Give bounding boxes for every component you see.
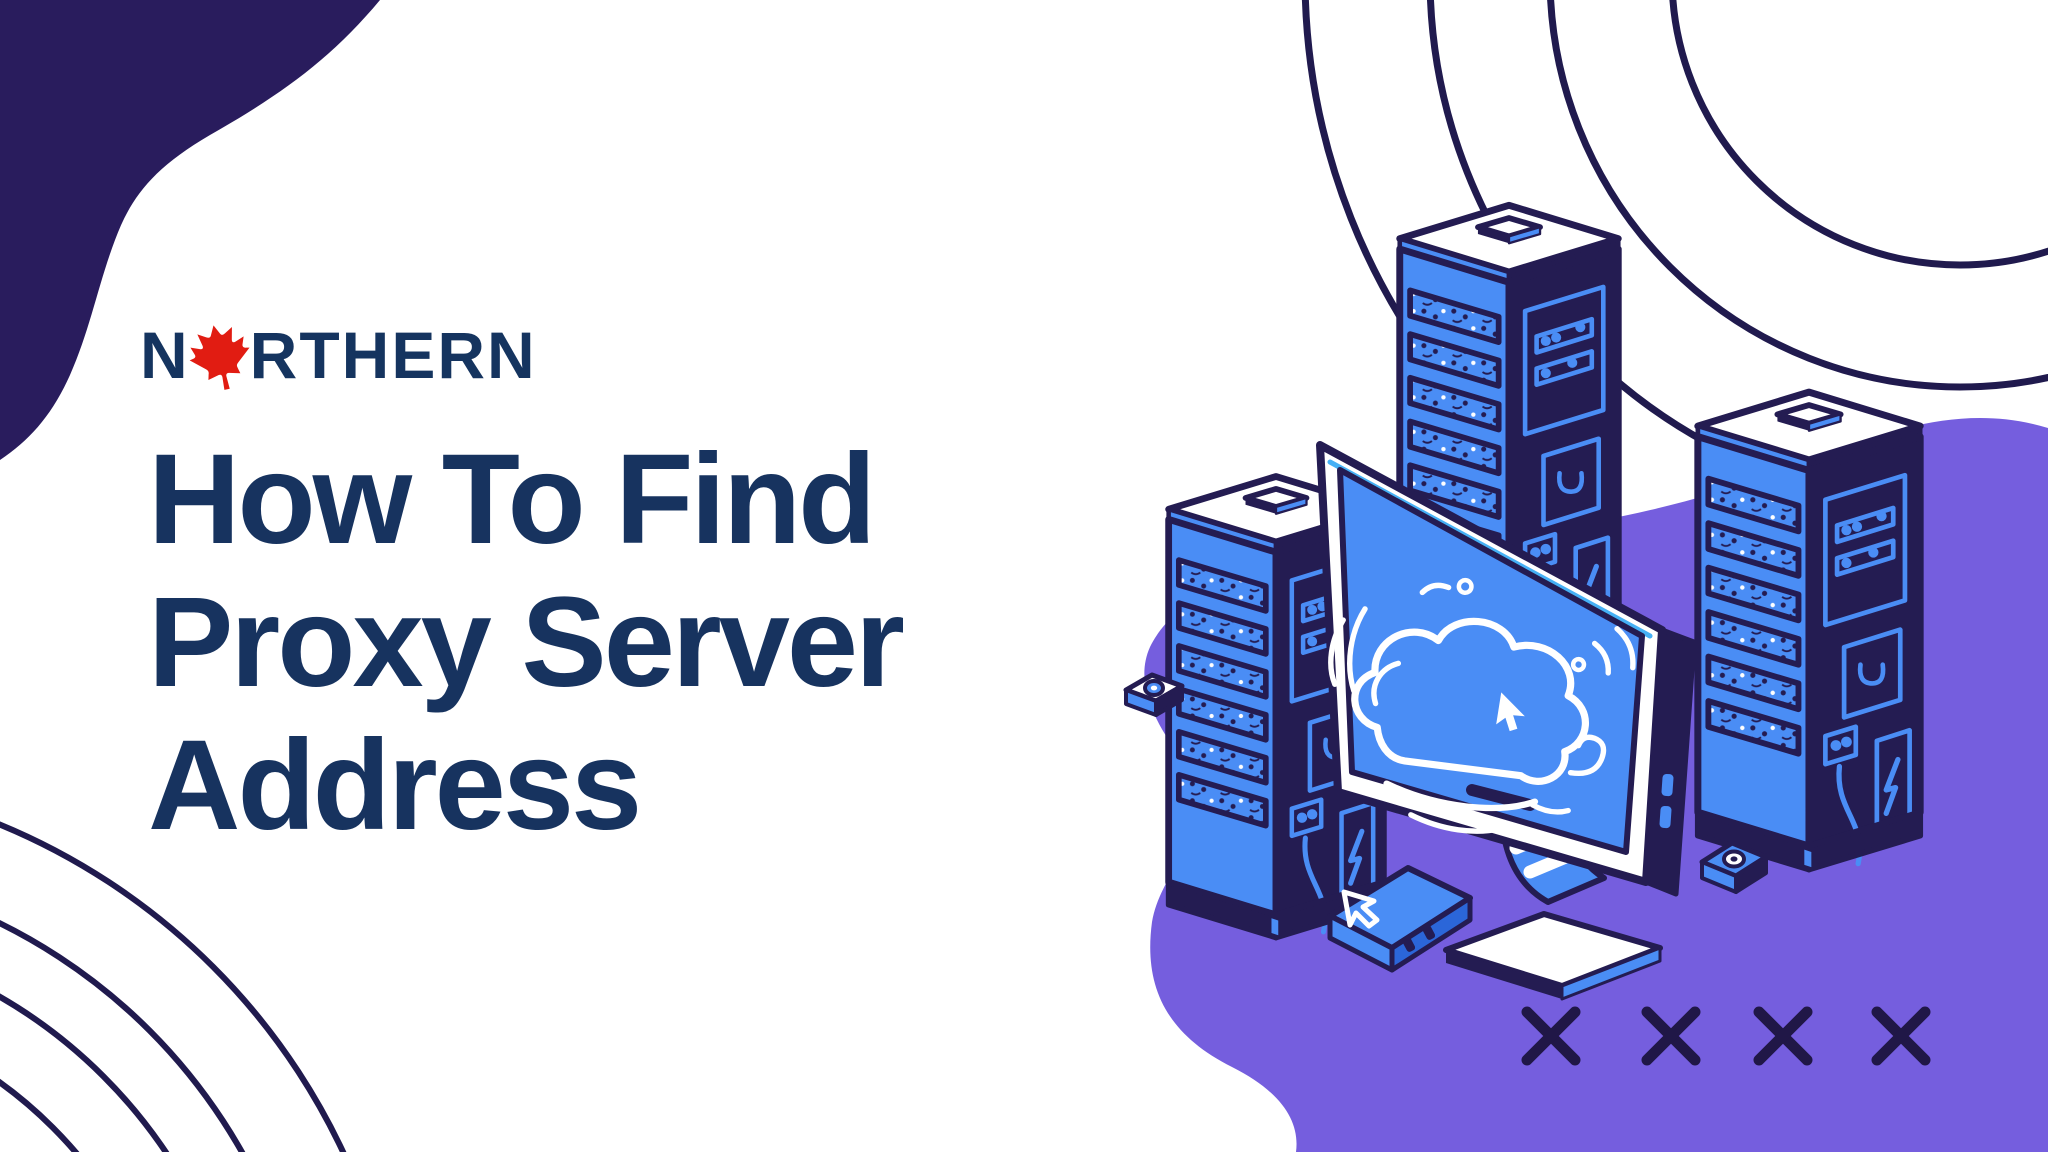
x-marks <box>1521 1006 1931 1066</box>
x-mark <box>1871 1006 1931 1066</box>
maple-leaf-icon <box>189 325 250 390</box>
x-mark <box>1753 1006 1813 1066</box>
corner-blob <box>0 0 380 460</box>
brand-logo: N RTHERN <box>140 318 537 392</box>
x-mark <box>1641 1006 1701 1066</box>
connector-ring-box-icon <box>1123 672 1185 717</box>
brand-logo-prefix: N <box>140 318 190 392</box>
page-title-line-2: Proxy Server <box>148 571 905 714</box>
page-title-line-1: How To Find <box>148 428 876 571</box>
x-mark <box>1521 1006 1581 1066</box>
server-tower-icon-right <box>1698 392 1920 869</box>
page-title-line-3: Address <box>148 714 642 857</box>
mouse-box-icon <box>1327 865 1473 973</box>
page-title: How To Find Proxy Server Address <box>148 428 905 857</box>
brand-logo-suffix: RTHERN <box>249 318 537 392</box>
cloud-icon <box>1328 577 1636 834</box>
usb-ring-box-icon <box>1699 840 1769 894</box>
cursor-arrow-icon <box>1496 692 1525 732</box>
